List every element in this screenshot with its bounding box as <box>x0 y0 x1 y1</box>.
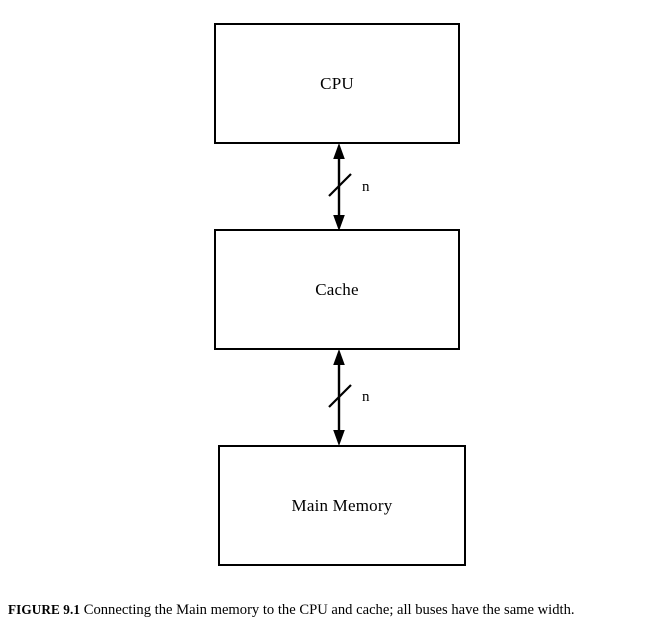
bus-connector-cpu-cache <box>328 143 352 231</box>
bus-width-label-cache-memory: n <box>362 389 370 405</box>
bus-connector-cache-memory <box>328 349 352 446</box>
node-box-cpu: CPU <box>214 23 460 144</box>
caption-figure-number: FIGURE 9.1 <box>8 602 81 617</box>
caption-description: Connecting the Main memory to the CPU an… <box>83 602 575 618</box>
bus-width-label-cpu-cache: n <box>362 179 370 195</box>
node-box-cache: Cache <box>214 229 460 350</box>
node-box-main-memory: Main Memory <box>218 445 466 566</box>
node-label-main-memory: Main Memory <box>291 496 393 515</box>
node-label-cache: Cache <box>315 280 359 299</box>
node-label-cpu: CPU <box>320 74 354 93</box>
figure-caption: FIGURE 9.1 Connecting the Main memory to… <box>8 601 658 619</box>
